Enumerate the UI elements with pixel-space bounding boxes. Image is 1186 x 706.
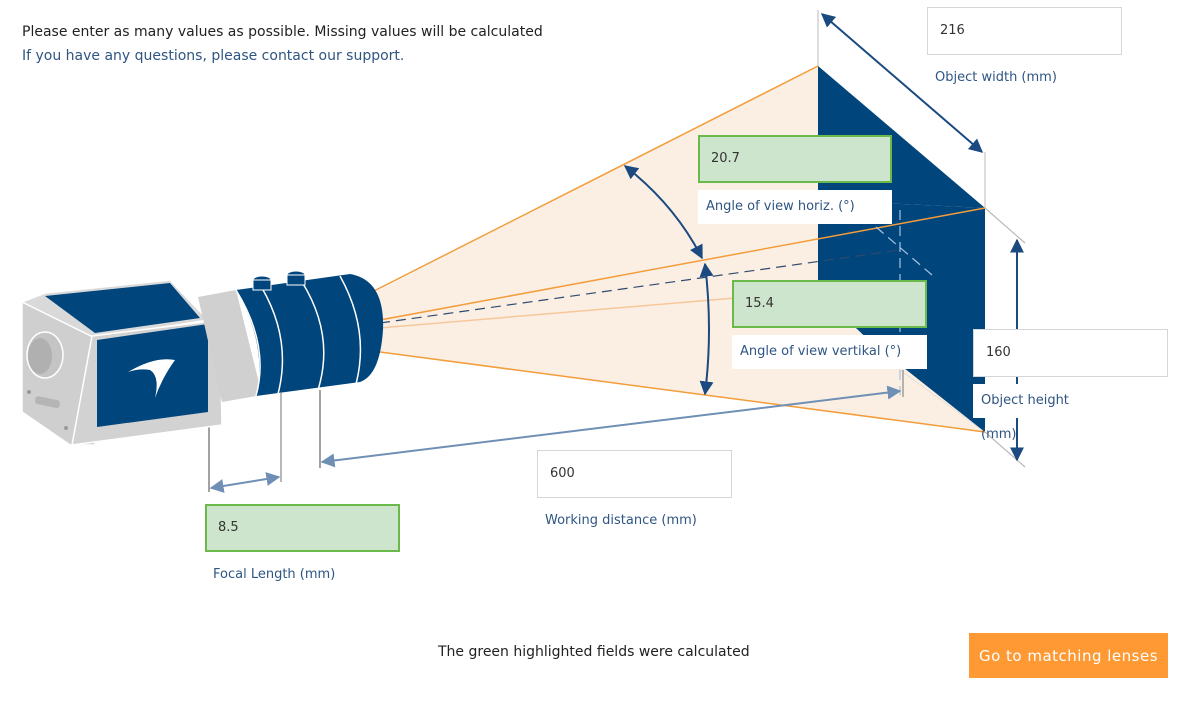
working-distance-input[interactable]: 600 (537, 450, 732, 498)
fov-top-line (371, 65, 819, 293)
fov-mid-line (379, 207, 986, 321)
angle-horizontal-label: Angle of view horiz. (°) (698, 190, 892, 224)
intro: Please enter as many values as possible.… (22, 20, 543, 68)
object-width-label: Object width (mm) (935, 70, 1057, 85)
matching-lenses-button[interactable]: Go to matching lenses (969, 633, 1168, 678)
angle-horizontal-input[interactable]: 20.7 (698, 135, 892, 183)
object-height-input[interactable]: 160 (973, 329, 1168, 377)
calculated-status-text: The green highlighted fields were calcul… (438, 644, 750, 660)
instruction-text: Please enter as many values as possible.… (22, 24, 543, 40)
optical-axis (379, 249, 901, 324)
support-link[interactable]: If you have any questions, please contac… (22, 48, 405, 64)
angle-vertical-arrow (699, 262, 714, 396)
object-height-label: Object height (mm) (973, 384, 1105, 442)
camera-icon (20, 270, 384, 446)
object-width-arrow (820, 13, 984, 153)
fov-mid-light-line (379, 297, 736, 329)
focal-length-arrow (209, 472, 281, 493)
focal-length-label: Focal Length (mm) (213, 567, 336, 582)
angle-vertical-label: Angle of view vertikal (°) (732, 335, 927, 369)
working-distance-label: Working distance (mm) (545, 513, 697, 528)
focal-length-input[interactable]: 8.5 (205, 504, 400, 552)
object-width-input[interactable]: 216 (927, 7, 1122, 55)
angle-horizontal-arrow (623, 165, 703, 260)
working-distance-arrow (320, 385, 902, 468)
angle-vertical-input[interactable]: 15.4 (732, 280, 927, 328)
